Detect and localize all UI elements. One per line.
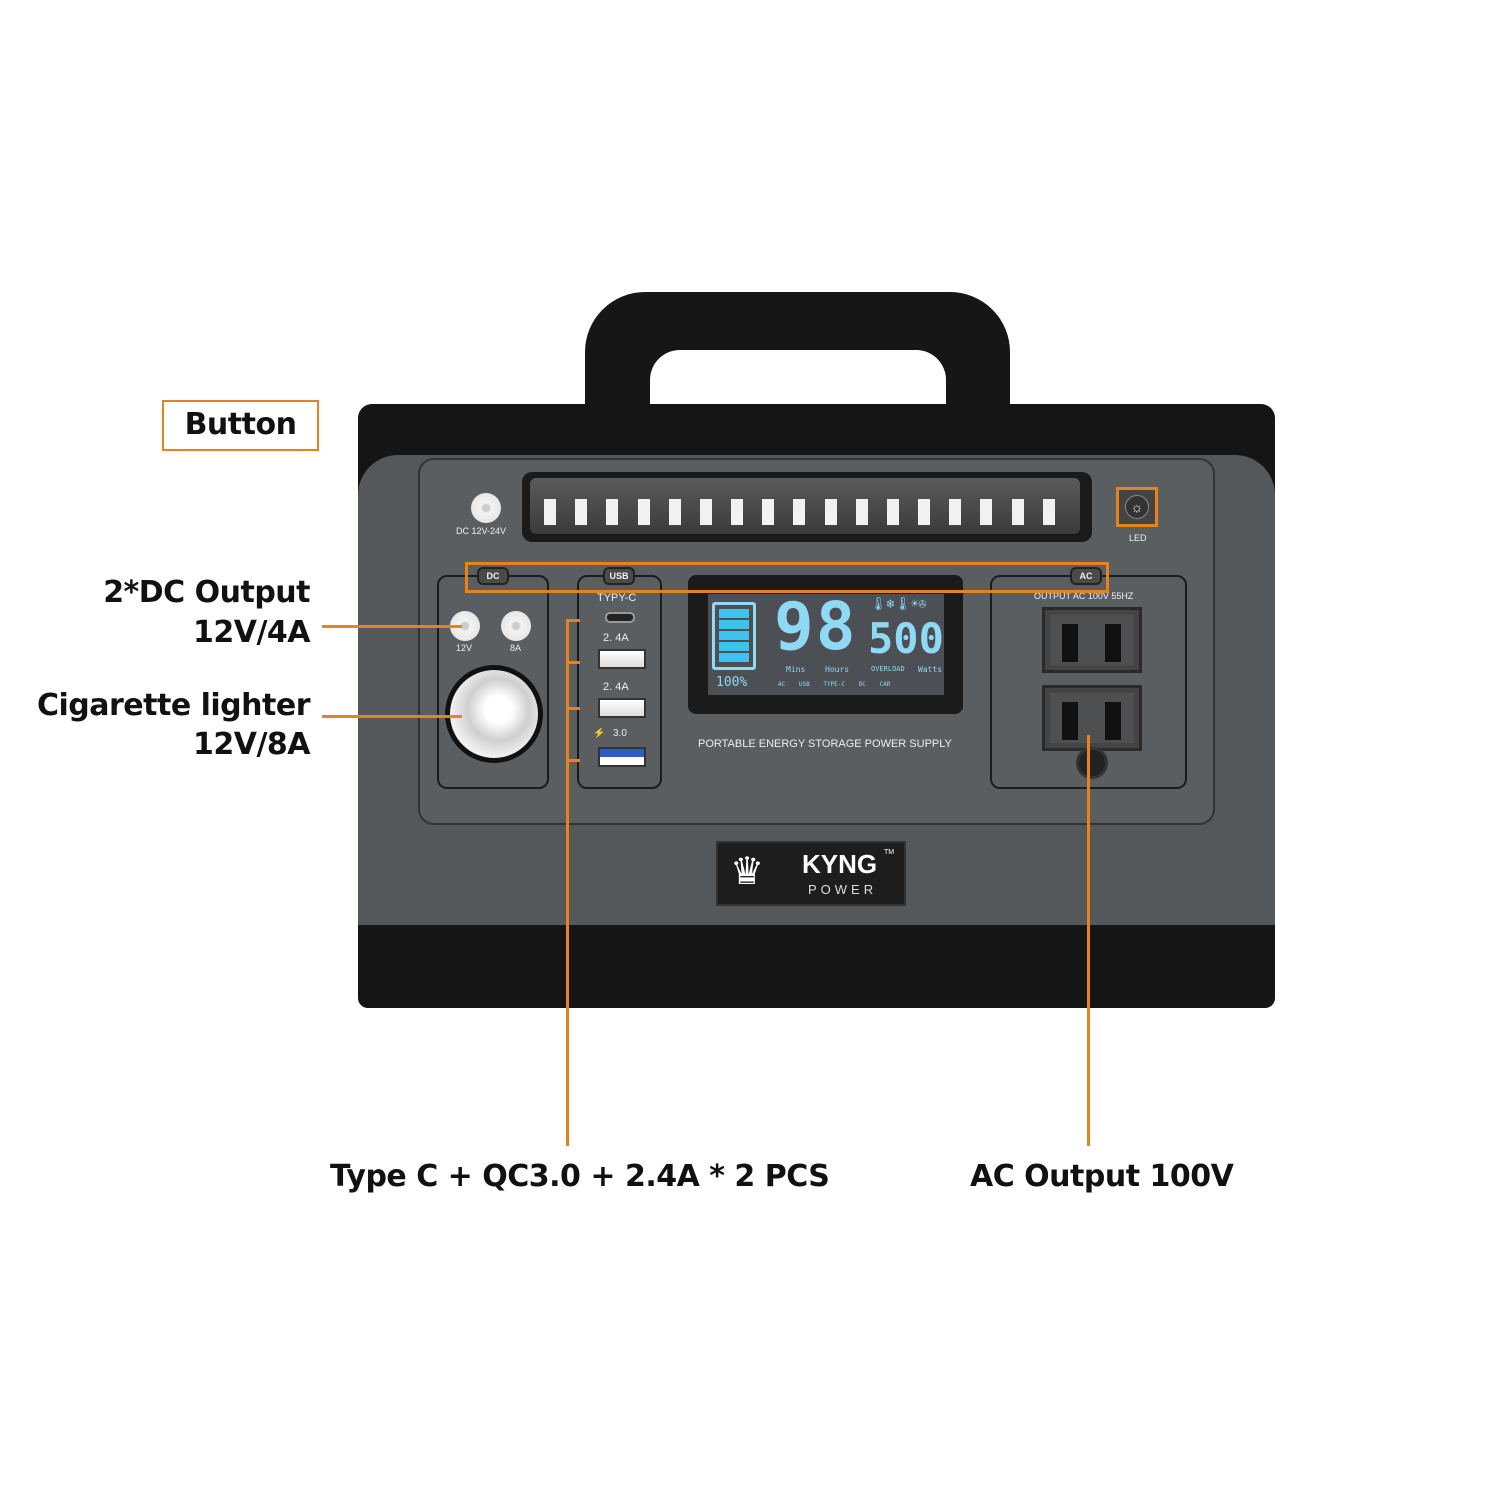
mins-label: Mins	[786, 665, 806, 674]
light-bar-segment	[637, 499, 650, 525]
battery-percent: 100%	[716, 675, 748, 690]
usb2-label: 2. 4A	[603, 681, 629, 693]
button-highlight-box	[465, 562, 1109, 593]
indicator-typec: TYPE-C	[823, 681, 846, 688]
crown-icon: ♛	[730, 851, 765, 893]
light-bar-segment	[731, 499, 744, 525]
usb-tag: USB	[603, 567, 635, 585]
light-bar-segment	[606, 499, 619, 525]
cigarette-callout-title: Cigarette lighter	[36, 688, 311, 723]
usb-a-port-1[interactable]	[598, 649, 646, 669]
light-bar-segment	[1042, 499, 1055, 525]
usb-leader	[566, 619, 569, 1146]
battery-bar	[719, 631, 749, 640]
battery-icon	[712, 602, 756, 670]
cigarette-callout-spec: 12V/8A	[192, 727, 311, 762]
kyng-power-logo: ♛ KYNG TM POWER	[716, 841, 906, 906]
watts-label: Watts	[918, 665, 943, 674]
usb-a-port-2[interactable]	[598, 698, 646, 718]
ac-outlet-2[interactable]	[1042, 685, 1142, 751]
usb1-label: 2. 4A	[603, 632, 629, 644]
dc-output-callout-title: 2*DC Output	[103, 575, 310, 610]
ac-header: OUTPUT AC 100V 55HZ	[1034, 591, 1134, 601]
dc-output-callout-spec: 12V/4A	[192, 615, 311, 650]
cigarette-leader	[322, 715, 462, 718]
usb-section: TYPY-C 2. 4A 2. 4A ⚡ 3.0	[577, 575, 662, 789]
watts-value: 500	[868, 614, 944, 663]
light-bar-segment	[824, 499, 837, 525]
ac-outlet-1[interactable]	[1042, 607, 1142, 673]
dc-8a-label: 8A	[510, 643, 522, 653]
logo-sub: POWER	[808, 882, 878, 897]
ac-section: OUTPUT AC 100V 55HZ	[990, 575, 1187, 789]
dc-8a-port[interactable]	[501, 611, 531, 641]
usb-leader-branch	[566, 759, 580, 762]
ac-output-callout: AC Output 100V	[970, 1159, 1234, 1194]
light-bar-segment	[949, 499, 962, 525]
light-bulb-icon: ☼	[1125, 495, 1149, 519]
indicator-usb: USB	[798, 681, 810, 688]
button-callout-box	[162, 400, 319, 451]
ac-ground-hole	[1076, 747, 1108, 779]
led-light-bar	[522, 472, 1092, 542]
dc-output-leader	[322, 625, 462, 628]
light-bar-segment	[1011, 499, 1024, 525]
lcd-screen: 100% 98 Mins Hours 🌡❄🌡☀✇ 500 OVERLOAD Wa…	[708, 594, 944, 695]
light-bar-segment	[575, 499, 588, 525]
dc-12v-label: 12V	[456, 643, 473, 653]
light-bar-segment	[855, 499, 868, 525]
light-bar-segment	[668, 499, 681, 525]
dc-input-label: DC 12V-24V	[456, 526, 507, 536]
light-bar-segment	[918, 499, 931, 525]
light-bar-segment	[793, 499, 806, 525]
light-bar-segment	[699, 499, 712, 525]
indicator-dc: DC	[858, 681, 866, 688]
light-bar-segment	[886, 499, 899, 525]
overload-label: OVERLOAD	[871, 665, 905, 673]
usb-leader-branch	[566, 619, 580, 622]
typec-label: TYPY-C	[597, 592, 637, 604]
usb-callout: Type C + QC3.0 + 2.4A * 2 PCS	[330, 1159, 830, 1194]
typec-port[interactable]	[605, 612, 635, 623]
battery-bar	[719, 653, 749, 662]
logo-brand: KYNG	[802, 849, 878, 879]
logo-tm: TM	[884, 849, 895, 856]
qc-label: 3.0	[613, 728, 627, 739]
usb-leader-branch	[566, 661, 580, 664]
battery-bar	[719, 642, 749, 651]
light-bar-segment	[762, 499, 775, 525]
usb-leader-branch	[566, 707, 580, 710]
time-digits: 98	[774, 588, 858, 665]
led-label: LED	[1129, 533, 1147, 543]
led-button[interactable]: ☼	[1116, 487, 1158, 527]
device-base	[358, 925, 1275, 1008]
light-bar-segment	[544, 499, 556, 525]
cigarette-lighter-socket[interactable]	[445, 665, 543, 763]
indicator-ac: AC	[778, 681, 786, 688]
dc-input-port[interactable]	[471, 493, 501, 523]
indicator-car: CAR	[879, 681, 891, 688]
ac-tag: AC	[1070, 567, 1102, 585]
qc-icon: ⚡	[593, 728, 606, 739]
hours-label: Hours	[825, 665, 850, 674]
battery-bar	[719, 620, 749, 629]
panel-caption: PORTABLE ENERGY STORAGE POWER SUPPLY	[698, 738, 952, 750]
usb-qc-port[interactable]	[598, 747, 646, 767]
output-indicators: AC USB TYPE-C DC CAR	[778, 682, 890, 688]
button-callout: Button	[184, 407, 297, 442]
dc-tag: DC	[477, 567, 509, 585]
ac-leader	[1087, 735, 1090, 1146]
battery-bar	[719, 609, 749, 618]
temperature-fan-icons: 🌡❄🌡☀✇	[870, 597, 927, 612]
light-bar-segment	[980, 499, 993, 525]
